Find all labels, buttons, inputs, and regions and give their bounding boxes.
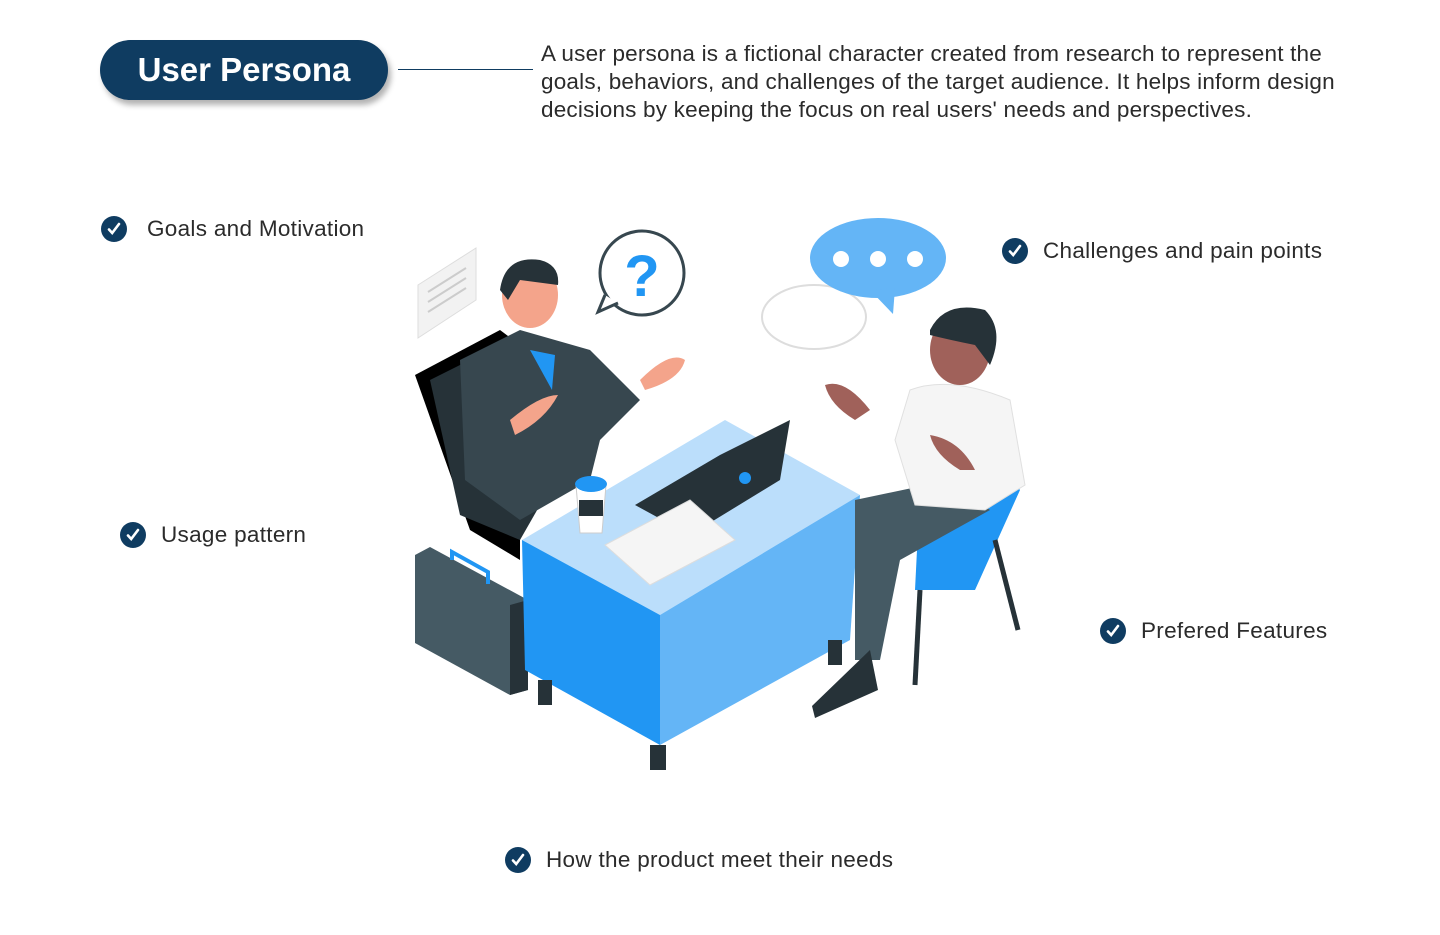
item-challenges: Challenges and pain points: [1002, 238, 1322, 264]
item-label: Usage pattern: [161, 522, 307, 547]
svg-text:?: ?: [624, 244, 659, 309]
item-label: How the product meet their needs: [546, 847, 894, 872]
item-needs: How the product meet their needs: [505, 847, 893, 873]
man-figure: [460, 259, 685, 520]
woman-figure: [812, 307, 1026, 718]
page-title: User Persona: [137, 51, 351, 88]
item-label: Challenges and pain points: [1043, 238, 1323, 263]
title-badge: User Persona: [100, 40, 388, 100]
question-bubble-icon: ?: [595, 229, 686, 317]
check-circle-icon: [101, 216, 127, 242]
item-label: Prefered Features: [1141, 618, 1328, 643]
check-circle-icon: [505, 847, 531, 873]
check-circle-icon: [1100, 618, 1126, 644]
coffee-cup-icon: [575, 476, 607, 534]
check-circle-icon: [120, 522, 146, 548]
check-circle-icon: [1002, 238, 1028, 264]
connector-line: [398, 69, 533, 70]
item-features: Prefered Features: [1100, 618, 1327, 644]
item-goals: Goals and Motivation: [101, 216, 364, 242]
item-usage: Usage pattern: [120, 522, 306, 548]
interview-illustration: ?: [415, 218, 1026, 770]
laptop-icon: [604, 420, 790, 586]
item-label: Goals and Motivation: [147, 216, 365, 241]
certificate-icon: [417, 247, 477, 339]
description: A user persona is a fictional character …: [541, 41, 1335, 122]
briefcase-icon: [415, 547, 528, 695]
speech-bubble-icon: [761, 218, 946, 350]
